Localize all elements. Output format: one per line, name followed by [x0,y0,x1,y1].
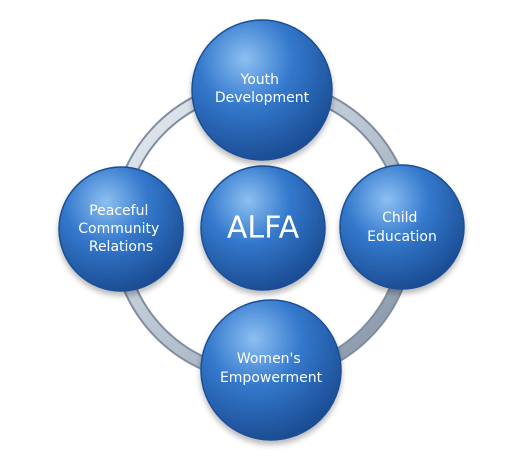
node-circle [339,164,465,290]
center-label: ALFA [227,211,300,246]
node-label: Peaceful Community Relations [78,203,163,255]
node-womens-empowerment: Women's Empowerment [200,299,342,441]
node-child-education: Child Education [339,164,465,290]
node-label: Child Education [367,210,437,245]
node-circle [58,166,184,292]
node-peaceful-community-relations: Peaceful Community Relations [58,166,184,292]
node-circle [191,19,333,161]
center-node: ALFA [200,165,326,291]
node-youth-development: Youth Development [191,19,333,161]
center-node-circle [200,165,326,291]
node-label: Youth Development [215,72,310,106]
node-circle [200,299,342,441]
node-label: Women's Empowerment [220,351,323,386]
